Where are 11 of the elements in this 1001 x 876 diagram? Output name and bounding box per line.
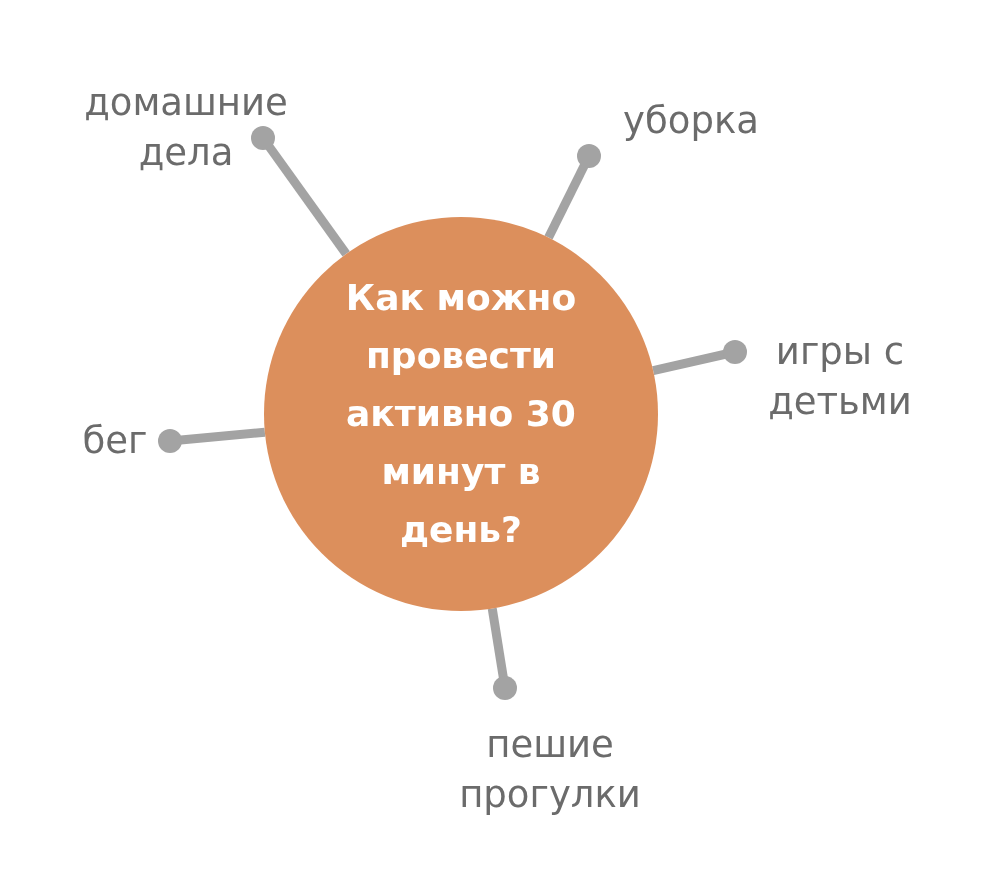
activity-label: игры с детьми [767, 329, 913, 425]
connector-line [652, 340, 747, 375]
connector-line [487, 607, 517, 700]
connector-line [544, 144, 601, 240]
connector-line [158, 427, 266, 453]
connector-line [251, 126, 350, 257]
topic-question: Как можно провести активно 30 минут в день? [344, 276, 578, 552]
activity-label: пешие прогулки [458, 722, 642, 818]
activity-label: уборка [623, 98, 759, 144]
activity-label: бег [82, 418, 148, 464]
activity-label: домашние дела [83, 80, 289, 176]
